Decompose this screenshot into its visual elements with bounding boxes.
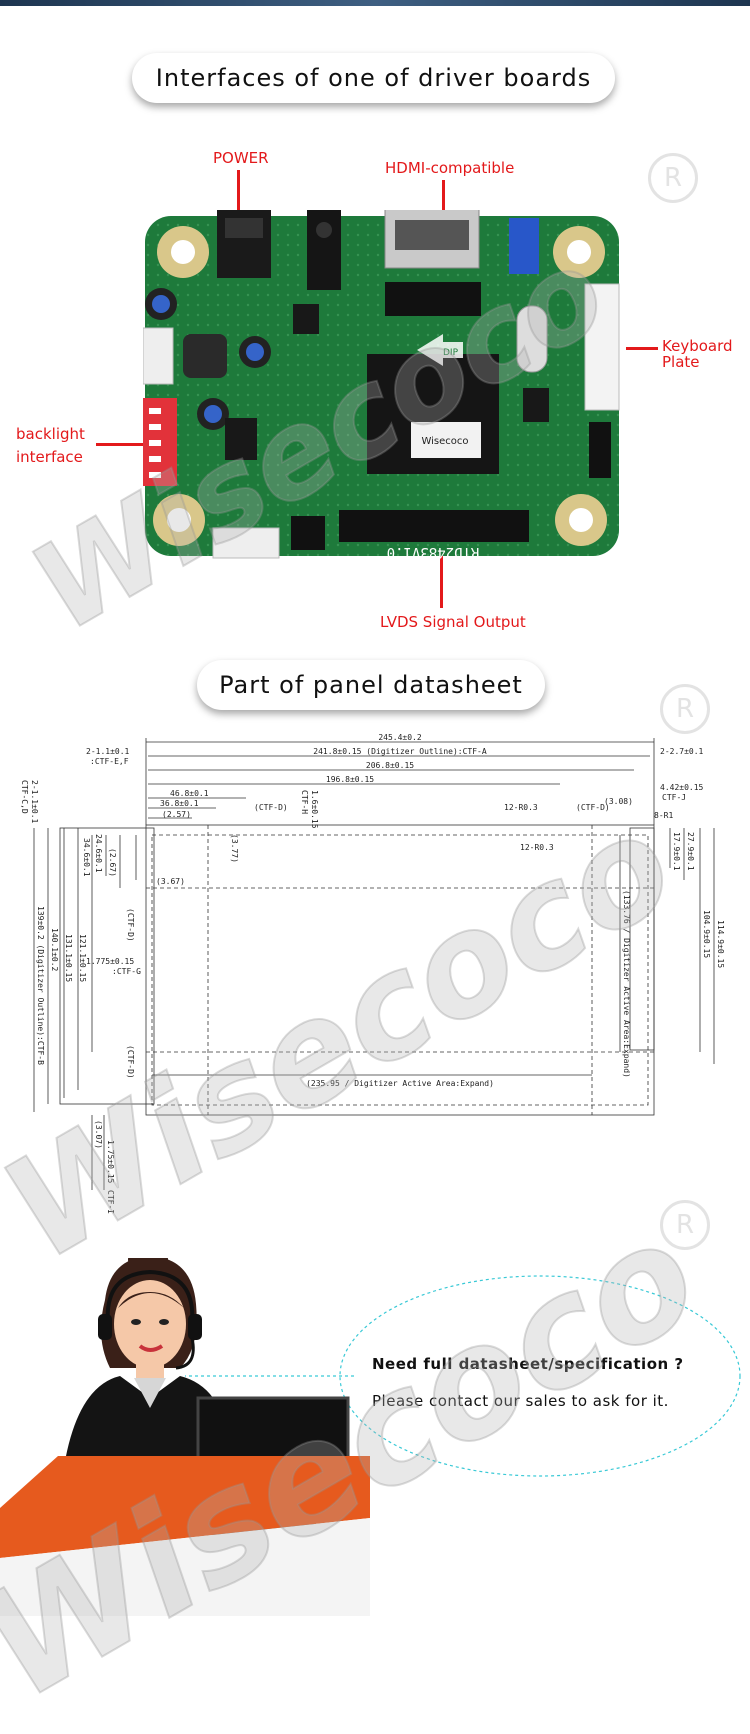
customer-service-illustration: [0, 1258, 741, 1616]
dim-l5: (2.67): [108, 848, 117, 877]
dim-l2: CTF-C,D: [20, 780, 29, 814]
section-title-text: Interfaces of one of driver boards: [155, 64, 592, 92]
dim-ctfd-top: (CTF-D): [254, 803, 288, 812]
dim-rv1: 17.9±0.1: [672, 832, 681, 871]
chip-brand-label: Wisecoco: [421, 436, 468, 447]
dim-b3: CTF-I: [106, 1190, 115, 1214]
dim-r2: 12-R0.3: [520, 843, 554, 852]
dim-lv1: 1.6±0.15: [310, 790, 319, 829]
section-title-driver-board: Interfaces of one of driver boards: [132, 53, 615, 103]
section-title-datasheet: Part of panel datasheet: [197, 660, 545, 710]
dim-d2: 36.8±0.1: [160, 799, 199, 808]
dim-tr-3: CTF-J: [662, 793, 686, 802]
registered-mark-icon-2: R: [660, 684, 710, 734]
section-title-text-2: Part of panel datasheet: [219, 671, 523, 699]
mounting-hole-bl: [153, 494, 205, 546]
dim-l13: :CTF-G: [112, 967, 141, 976]
dim-width-2: 206.8±0.15: [366, 761, 414, 770]
pin-header-bottom: [291, 516, 325, 550]
callout-backlight-line: [96, 443, 146, 446]
dim-tr-2: 4.42±0.15: [660, 783, 704, 792]
inductor: [183, 334, 227, 378]
dim-rv2: 27.9±0.1: [686, 832, 695, 871]
dim-tl-2: :CTF-E,F: [90, 757, 129, 766]
dim-ctfd-top-2: (CTF-D): [576, 803, 610, 812]
contact-answer: Please contact our sales to ask for it.: [372, 1392, 669, 1410]
speech-bubble: [339, 1275, 741, 1477]
callout-keyboard-1: Keyboard: [662, 337, 733, 355]
registered-mark-text-3: R: [675, 1210, 695, 1240]
callout-keyboard-line: [626, 347, 658, 350]
dim-bottom-active: (235.95 / Digitizer Active Area:Expand): [306, 1079, 494, 1088]
connector-bottom-white: [212, 527, 280, 559]
dim-l3: 24.6±0.1: [94, 834, 103, 873]
callout-power-line: [237, 170, 240, 222]
lvds-header: [339, 510, 529, 542]
crystal: [516, 305, 548, 373]
callout-backlight-2: interface: [16, 448, 83, 466]
panel-datasheet-drawing: 245.4±0.2 241.8±0.15 (Digitizer Outline)…: [20, 733, 725, 1214]
connector-left-white: [143, 327, 174, 385]
dim-r4: (3.08): [604, 797, 633, 806]
callout-lvds: LVDS Signal Output: [380, 613, 526, 631]
ic-small-2: [293, 304, 319, 334]
dim-width-3: 196.8±0.15: [326, 775, 374, 784]
dim-l6: (3.77): [230, 834, 239, 863]
dim-tl: 2-1.1±0.1: [86, 747, 130, 756]
dim-l14: (CTF-D): [126, 908, 135, 942]
dim-b2: 1.75±0.15: [106, 1140, 115, 1184]
dim-tr: 2-2.7±0.1: [660, 747, 704, 756]
dim-l4: 34.6±0.1: [82, 838, 91, 877]
dim-b1: (3.07): [94, 1120, 103, 1149]
dim-l8: 139±0.2 (Digitizer Outline):CTF-B: [36, 906, 45, 1065]
top-banner-strip: [0, 0, 750, 6]
dim-l9: 140.1±0.2: [50, 928, 59, 972]
callout-hdmi-line: [442, 180, 445, 238]
dim-digitizer-width: 241.8±0.15 (Digitizer Outline):CTF-A: [313, 747, 487, 756]
blue-connector: [509, 218, 539, 274]
callout-backlight-1: backlight: [16, 425, 85, 443]
mounting-hole-tl: [157, 226, 209, 278]
dim-d3: (2.57): [162, 810, 191, 819]
dip-label: DIP: [443, 348, 459, 358]
dim-r1: 12-R0.3: [504, 803, 538, 812]
dim-r3: 8-R1: [654, 811, 673, 820]
dim-rv4: 104.9±0.15: [702, 910, 711, 958]
callout-hdmi: HDMI-compatible: [385, 159, 515, 177]
ic-small-3: [523, 388, 549, 422]
dip-arrow: [417, 334, 463, 366]
registered-mark-icon-3: R: [660, 1200, 710, 1250]
callout-power: POWER: [213, 149, 269, 167]
registered-mark-text-2: R: [675, 694, 695, 724]
dim-d1: 46.8±0.1: [170, 789, 209, 798]
dim-l12: 1.775±0.15: [86, 957, 134, 966]
registered-mark-icon: R: [648, 153, 698, 203]
dim-l11: 121.1±0.15: [78, 934, 87, 982]
pin-header-right: [589, 422, 611, 478]
pin-header-top: [385, 282, 481, 316]
dim-l15: (CTF-D): [126, 1045, 135, 1079]
board-model-label: RTD2483V1.0: [387, 544, 480, 560]
dim-l10: 131.1±0.15: [64, 934, 73, 982]
contact-question: Need full datasheet/specification ?: [372, 1355, 684, 1373]
dim-lv2: CTF-H: [300, 790, 309, 814]
desk: [0, 1456, 370, 1558]
headset-icon: [105, 1269, 195, 1325]
callout-lvds-line: [440, 552, 443, 608]
mounting-hole-tr: [553, 226, 605, 278]
mounting-hole-br: [555, 494, 607, 546]
ic-small-1: [225, 418, 257, 460]
callout-keyboard-2: Plate: [662, 353, 700, 371]
dim-overall-width: 245.4±0.2: [378, 733, 422, 742]
dim-rv5: (133.76 / Digitizer Active Area:Expand): [622, 890, 631, 1078]
registered-mark-text: R: [663, 163, 683, 193]
dim-rv3: 114.9±0.15: [716, 920, 725, 968]
person-face: [114, 1280, 186, 1368]
keyboard-connector: [584, 283, 620, 411]
dim-l1: 2-1.1±0.1: [30, 780, 39, 824]
driver-board-image: Wisecoco DIP RTD2483V1.0: [143, 210, 620, 560]
dim-l7: (3.67): [156, 877, 185, 886]
